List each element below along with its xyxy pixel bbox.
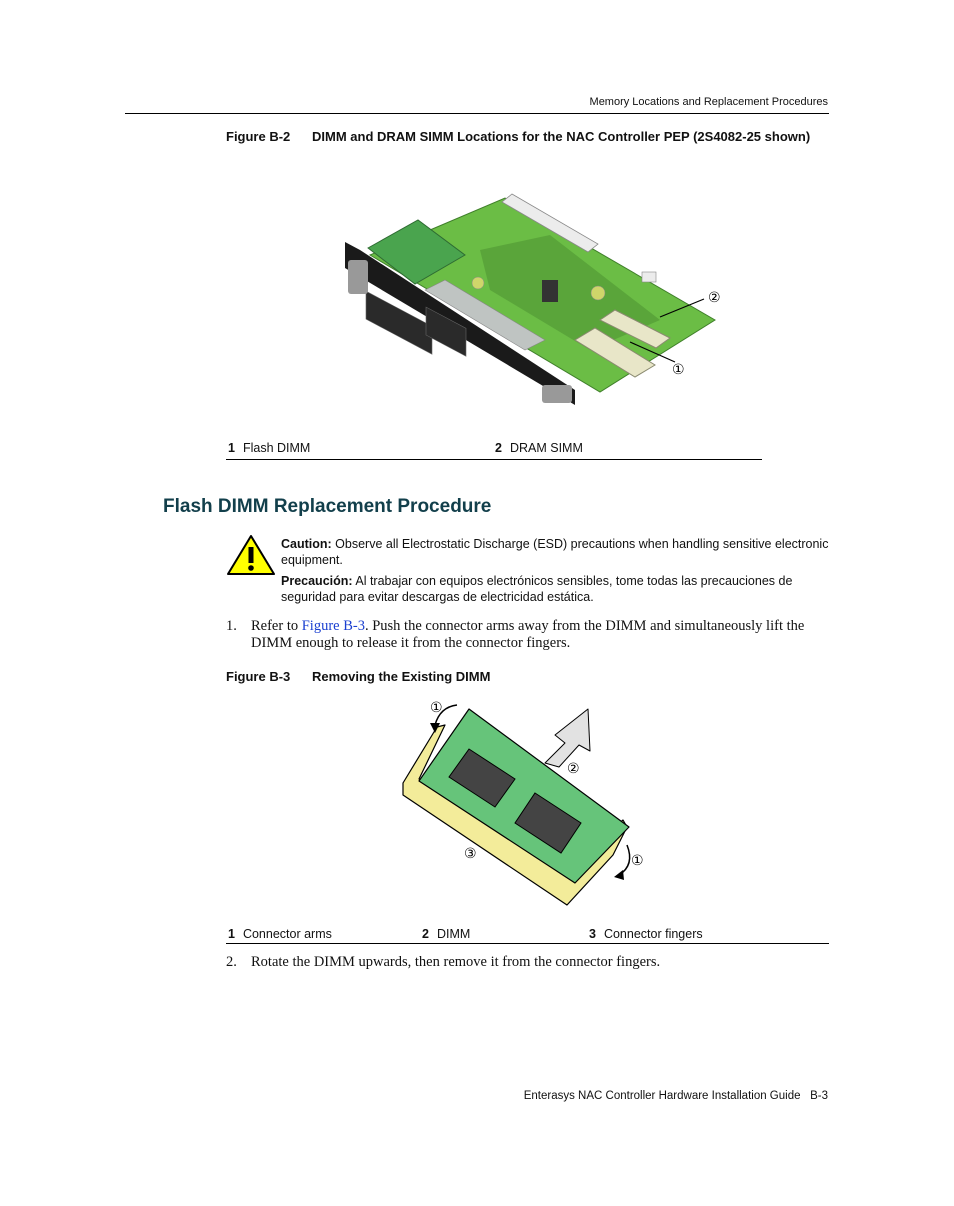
figure-b3-caption: Figure B-3 Removing the Existing DIMM (226, 668, 490, 685)
page-number: B-3 (810, 1090, 828, 1102)
precaucion-text: Al trabajar con equipos electrónicos sen… (281, 574, 793, 604)
caution-text: Observe all Electrostatic Discharge (ESD… (281, 537, 829, 567)
rotate-arrow-left-icon (434, 704, 458, 726)
step-2: 2. Rotate the DIMM upwards, then remove … (226, 954, 830, 971)
rotate-arrow-left-head (430, 723, 440, 733)
dram-simm (599, 309, 671, 349)
callout-2: ② (567, 761, 580, 777)
figure-b3-number: Figure B-3 (226, 669, 291, 684)
figure-b2-number: Figure B-2 (226, 129, 291, 144)
ejector-handle-bottom (542, 385, 572, 403)
step-number: 2. (226, 954, 237, 970)
figure-b2-caption: Figure B-2 DIMM and DRAM SIMM Locations f… (226, 128, 816, 145)
leader-line-2 (659, 298, 705, 318)
figure-b3-legend-rule (226, 943, 829, 944)
callout-2: ② (708, 290, 721, 306)
warning-icon (227, 535, 275, 575)
figure-b3-illustration: ① ② ③ ① (402, 700, 644, 906)
precaucion-label: Precaución: (281, 574, 353, 588)
legend-number: 2 (495, 441, 502, 455)
legend-number: 1 (228, 441, 235, 455)
caution-note-en: Caution: Observe all Electrostatic Disch… (281, 536, 831, 568)
running-header: Memory Locations and Replacement Procedu… (589, 96, 828, 108)
header-rule (125, 113, 829, 114)
figure-b2-legend-item-2: 2 DRAM SIMM (495, 441, 583, 455)
memory-chip (448, 748, 516, 808)
board-strip (424, 279, 546, 351)
step-text: Rotate the DIMM upwards, then remove it … (251, 954, 661, 970)
legend-label: Flash DIMM (242, 441, 311, 455)
flash-dimm (574, 327, 656, 378)
pci-slot (501, 193, 599, 253)
callout-1-top: ① (430, 700, 443, 716)
callout-1: ① (672, 362, 685, 378)
leader-line-1 (629, 341, 676, 363)
legend-label: DRAM SIMM (509, 441, 583, 455)
callout-3: ③ (464, 846, 477, 862)
caution-note-es: Precaución: Al trabajar con equipos elec… (281, 573, 831, 605)
rotate-arrow-right-head (614, 870, 624, 880)
step-text-post: . Push the connector arms away from the … (251, 618, 805, 651)
memory-chip (514, 792, 582, 854)
figure-b3-legend-item-2: 2 DIMM (422, 927, 470, 941)
lift-arrow-icon (544, 708, 591, 768)
page-footer: Enterasys NAC Controller Hardware Instal… (524, 1090, 828, 1102)
figure-b3-link[interactable]: Figure B-3 (301, 618, 365, 634)
capacitor (471, 276, 485, 290)
rotate-arrow-right-icon (618, 844, 631, 876)
legend-number: 2 (422, 927, 429, 941)
ejector-handle-top (348, 260, 368, 294)
front-panel (345, 242, 575, 405)
section-title: Flash DIMM Replacement Procedure (163, 496, 492, 517)
figure-b2-legend-item-1: 1 Flash DIMM (228, 441, 310, 455)
board-chip (542, 280, 558, 302)
figure-b3-title: Removing the Existing DIMM (312, 669, 491, 684)
footer-title: Enterasys NAC Controller Hardware Instal… (523, 1090, 801, 1102)
figure-b2-legend-rule (226, 459, 762, 460)
legend-number: 3 (589, 927, 596, 941)
daughter-card (367, 219, 466, 285)
caution-label: Caution: (281, 537, 332, 551)
step-number: 1. (226, 618, 237, 634)
figure-b2-illustration: ② ① (345, 193, 721, 405)
figure-b2-title: DIMM and DRAM SIMM Locations for the NAC… (312, 129, 811, 144)
step-text-pre: Refer to (251, 618, 302, 634)
board-connector (641, 271, 657, 283)
legend-label: DIMM (436, 927, 471, 941)
legend-number: 1 (228, 927, 235, 941)
callout-1-bottom: ① (631, 853, 644, 869)
step-1: 1. Refer to Figure B-3. Push the connect… (226, 618, 830, 652)
port-block (425, 306, 467, 357)
legend-label: Connector arms (242, 927, 332, 941)
port-block (365, 290, 433, 355)
figure-b3-legend-item-3: 3 Connector fingers (589, 927, 703, 941)
figure-b3-legend-item-1: 1 Connector arms (228, 927, 332, 941)
capacitor (590, 285, 606, 301)
legend-label: Connector fingers (603, 927, 703, 941)
